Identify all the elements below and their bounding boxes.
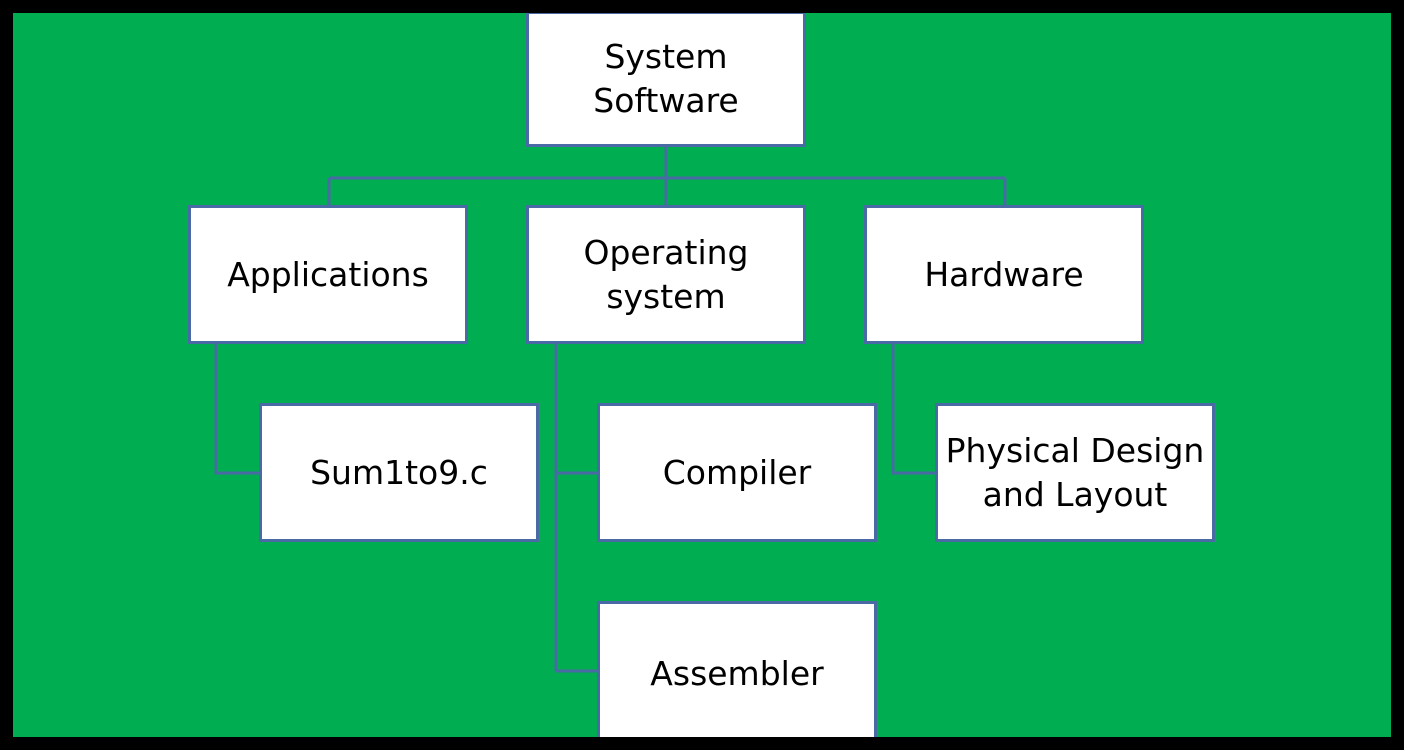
node-operating-system: Operating system: [526, 205, 806, 344]
node-hardware: Hardware: [864, 205, 1144, 344]
connector-applications-sum1to9: [214, 344, 261, 475]
node-operating-system-label: Operating system: [583, 232, 749, 316]
connector-hardware-physical-design: [891, 344, 937, 475]
node-system-software: System Software: [526, 13, 806, 147]
node-assembler: Assembler: [597, 601, 877, 737]
node-applications-label: Applications: [227, 254, 429, 294]
node-applications: Applications: [188, 205, 468, 344]
node-sum1to9-label: Sum1to9.c: [310, 452, 488, 492]
node-sum1to9: Sum1to9.c: [259, 403, 539, 542]
node-hardware-label: Hardware: [924, 254, 1084, 294]
node-physical-design: Physical Design and Layout: [935, 403, 1215, 542]
node-compiler: Compiler: [597, 403, 877, 542]
node-assembler-label: Assembler: [650, 653, 824, 693]
node-physical-design-label: Physical Design and Layout: [945, 430, 1205, 514]
connector-lines: [214, 147, 1007, 673]
node-compiler-label: Compiler: [662, 452, 812, 492]
node-system-software-label: System Software: [593, 37, 739, 120]
